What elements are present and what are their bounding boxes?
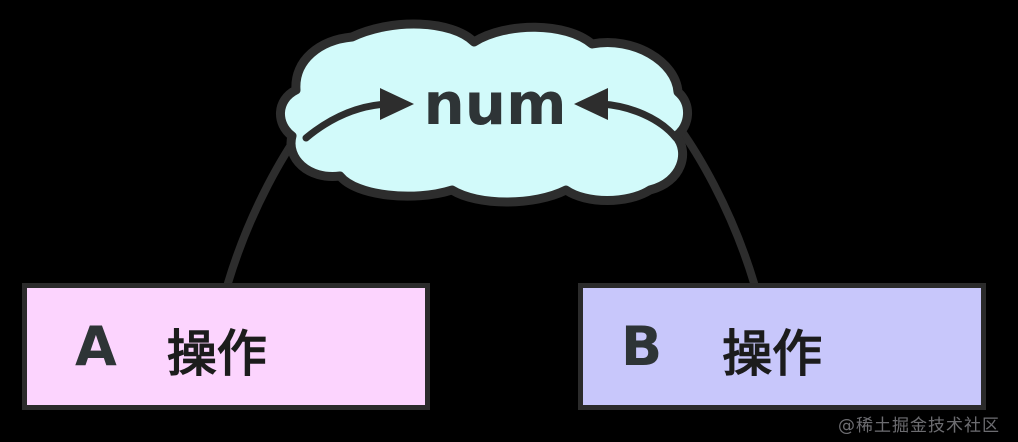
arrow-right-shaft bbox=[598, 100, 680, 142]
arrow-right-head-icon bbox=[574, 88, 608, 120]
process-b-action-label: 操作 bbox=[722, 324, 823, 383]
arrow-left-shaft bbox=[302, 100, 390, 142]
watermark-text: @稀土掘金技术社区 bbox=[838, 416, 1000, 436]
process-a-action-label: 操作 bbox=[166, 324, 267, 383]
arrow-left-head-icon bbox=[380, 88, 414, 120]
shared-variable-label: num bbox=[423, 70, 567, 138]
process-box-b[interactable]: B 操作 bbox=[578, 283, 986, 410]
process-b-letter: B bbox=[621, 314, 663, 378]
cloud-shape bbox=[276, 19, 692, 207]
process-a-letter: A bbox=[75, 314, 117, 378]
process-box-a[interactable]: A 操作 bbox=[22, 283, 430, 410]
